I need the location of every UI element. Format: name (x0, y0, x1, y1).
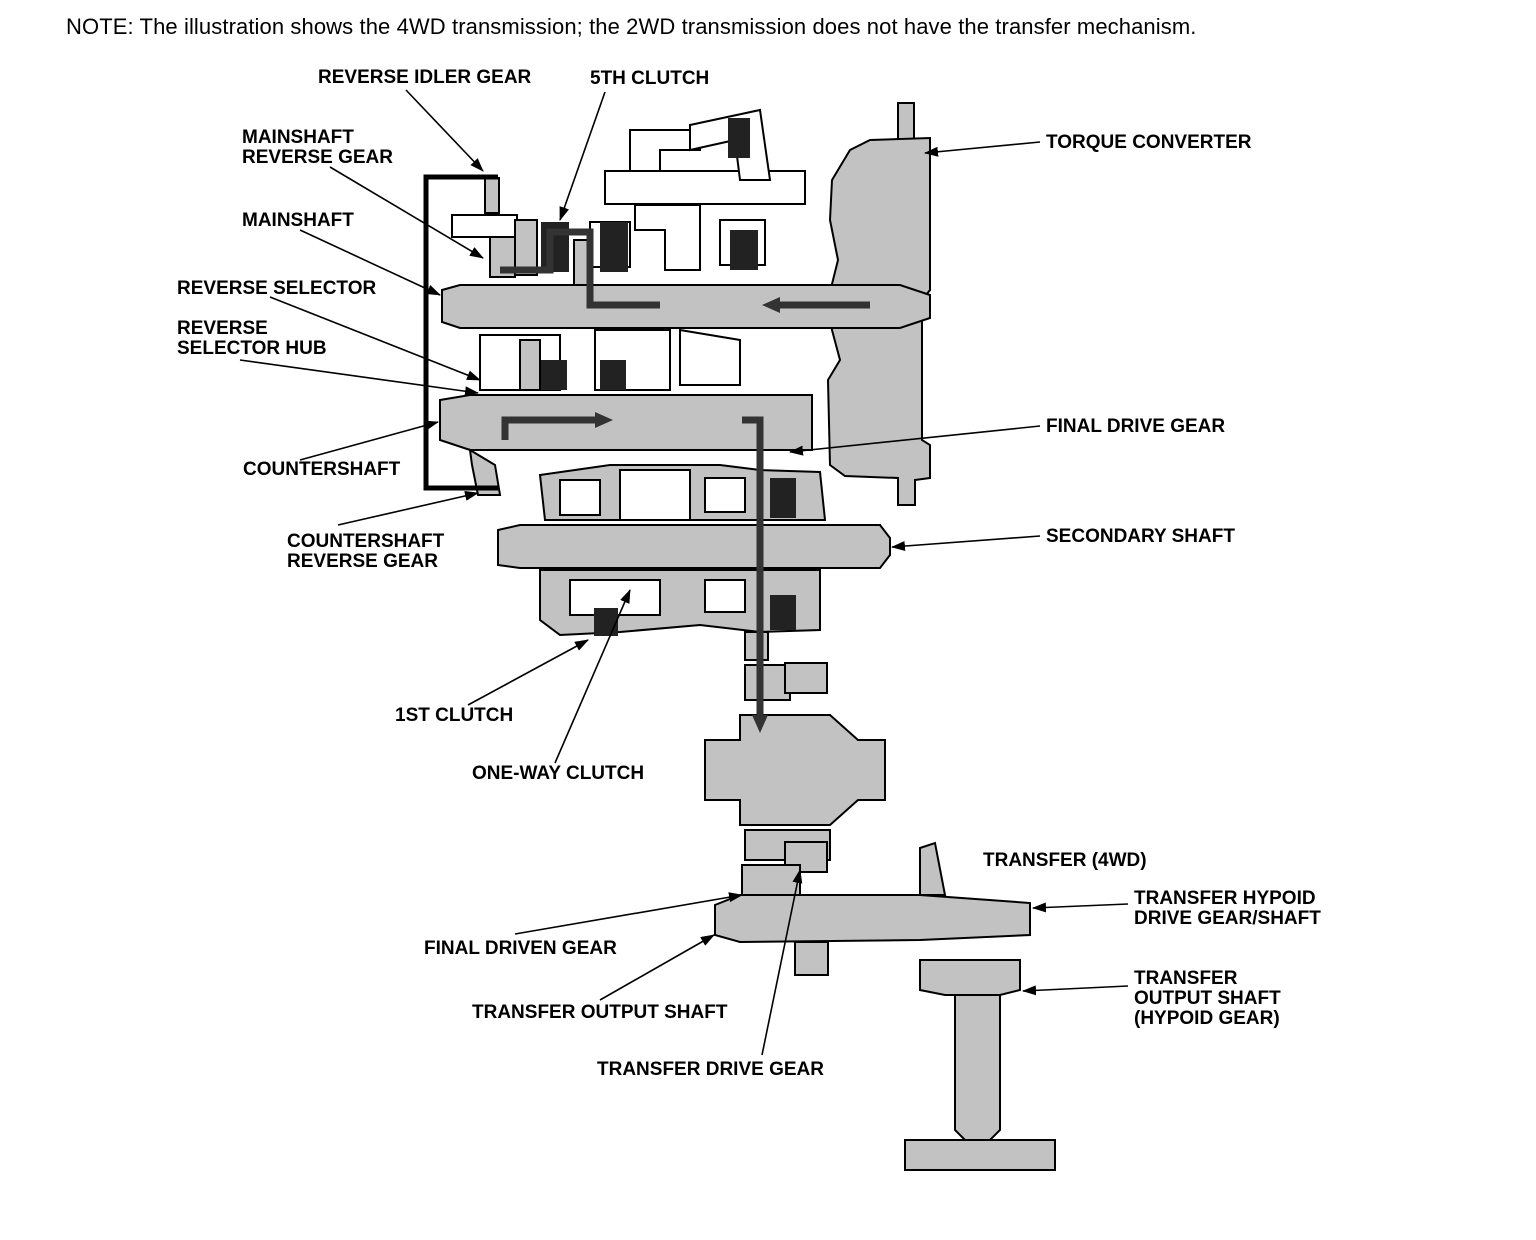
label-transfer-output-shaft-hypoid-line2: OUTPUT SHAFT (1134, 988, 1281, 1009)
power-flow-arrows (500, 228, 870, 733)
mainshaft-upper-assembly (541, 108, 806, 286)
label-mainshaft: MAINSHAFT (242, 210, 354, 231)
label-first-clutch: 1ST CLUTCH (395, 705, 513, 726)
label-transfer-drive-gear: TRANSFER DRIVE GEAR (597, 1059, 824, 1080)
label-final-driven-gear: FINAL DRIVEN GEAR (424, 938, 617, 959)
reverse-selector-frame (423, 174, 498, 491)
label-countershaft-reverse-gear-line2: REVERSE GEAR (287, 551, 438, 572)
mainshaft (441, 284, 931, 329)
label-mainshaft-reverse-gear-line2: REVERSE GEAR (242, 147, 393, 168)
label-reverse-idler-gear: REVERSE IDLER GEAR (318, 67, 532, 88)
label-transfer-4wd: TRANSFER (4WD) (983, 850, 1147, 871)
note-text: NOTE: The illustration shows the 4WD tra… (66, 14, 1197, 39)
label-transfer-output-shaft-hypoid-line1: TRANSFER (1134, 968, 1238, 989)
countershaft (439, 394, 813, 496)
label-transfer-output-shaft: TRANSFER OUTPUT SHAFT (472, 1002, 728, 1023)
label-fifth-clutch: 5TH CLUTCH (590, 68, 709, 89)
label-final-drive-gear: FINAL DRIVE GEAR (1046, 416, 1225, 437)
reverse-gears-upper (451, 177, 538, 278)
label-torque-converter: TORQUE CONVERTER (1046, 132, 1252, 153)
label-transfer-hypoid-drive-gear-line1: TRANSFER HYPOID (1134, 888, 1316, 909)
label-reverse-selector-hub-line2: SELECTOR HUB (177, 338, 327, 359)
label-transfer-hypoid-drive-gear-line2: DRIVE GEAR/SHAFT (1134, 908, 1321, 929)
label-one-way-clutch: ONE-WAY CLUTCH (472, 763, 644, 784)
differential-assembly (704, 631, 886, 906)
label-mainshaft-reverse-gear-line1: MAINSHAFT (242, 127, 354, 148)
label-countershaft-reverse-gear-line1: COUNTERSHAFT (287, 531, 445, 552)
secondary-shaft-assembly (497, 464, 891, 637)
label-countershaft: COUNTERSHAFT (243, 459, 401, 480)
label-secondary-shaft: SECONDARY SHAFT (1046, 526, 1235, 547)
label-transfer-output-shaft-hypoid-line3: (HYPOID GEAR) (1134, 1008, 1280, 1029)
label-reverse-selector-hub-line1: REVERSE (177, 318, 268, 339)
middle-gear-block (479, 328, 741, 391)
transfer-assembly (714, 841, 1056, 1171)
label-reverse-selector: REVERSE SELECTOR (177, 278, 376, 299)
callout-labels: REVERSE IDLER GEAR 5TH CLUTCH MAINSHAFT … (177, 67, 1321, 1080)
